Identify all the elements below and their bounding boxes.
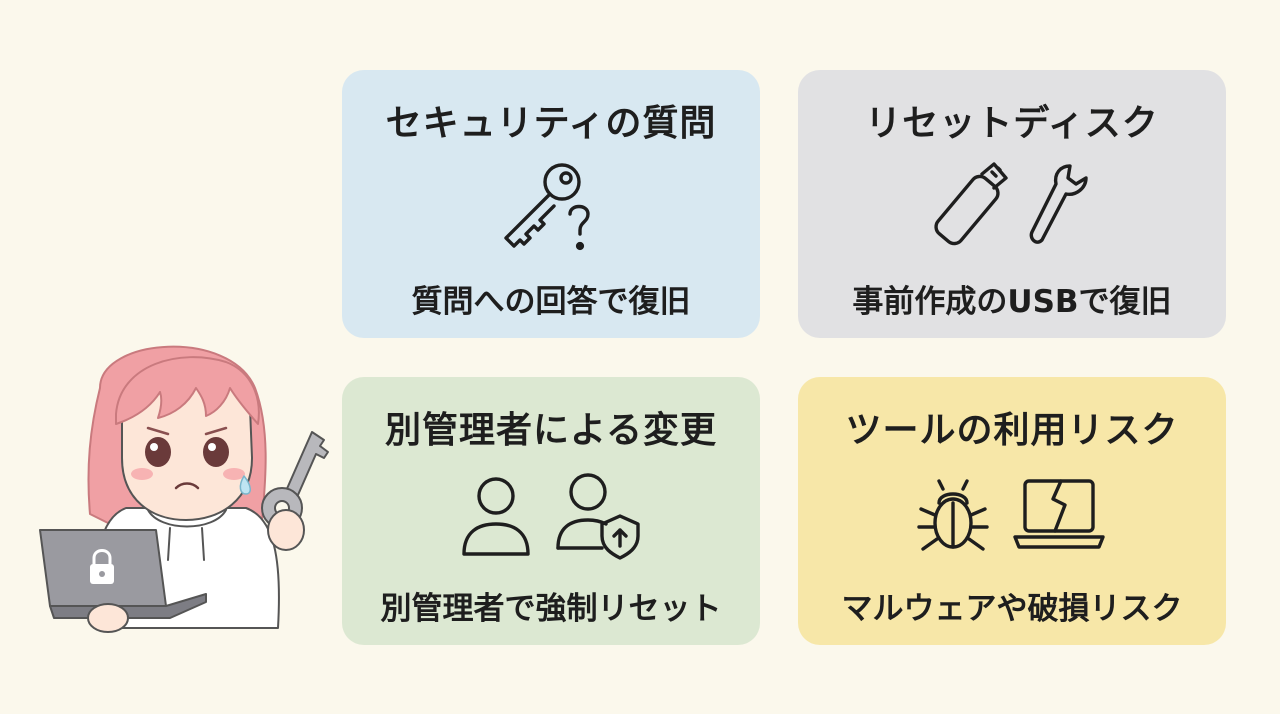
card-caption: 別管理者で強制リセット (380, 591, 722, 627)
wrench-icon (1029, 164, 1088, 244)
card-icons (798, 467, 1226, 563)
card-title: セキュリティの質問 (385, 103, 717, 144)
card-title: ツールの利用リスク (845, 410, 1179, 451)
key-question-icon (504, 163, 590, 251)
worried-girl-illustration (39, 345, 329, 633)
user-icon (462, 477, 530, 556)
card-caption: マルウェアや破損リスク (841, 591, 1183, 627)
card-icons (342, 160, 760, 256)
card-caption: 質問への回答で復旧 (411, 284, 691, 320)
usb-drive-icon (934, 162, 1008, 246)
card-security-question: セキュリティの質問 質問への回答で復旧 (342, 70, 760, 338)
card-title: 別管理者による変更 (385, 410, 717, 451)
admin-shield-user-icon (556, 473, 640, 560)
bug-icon (917, 479, 989, 551)
card-other-admin: 別管理者による変更 別管理者で強制リセット (342, 377, 760, 645)
card-icons (342, 467, 760, 563)
broken-laptop-icon (1013, 479, 1105, 549)
card-tool-risk: ツールの利用リスク マルウェアや破損リスク (798, 377, 1226, 645)
card-reset-disk: リセットディスク 事前作成のUSBで復旧 (798, 70, 1226, 338)
card-caption: 事前作成のUSBで復旧 (852, 284, 1172, 320)
card-title: リセットディスク (865, 103, 1159, 144)
card-icons (798, 160, 1226, 256)
